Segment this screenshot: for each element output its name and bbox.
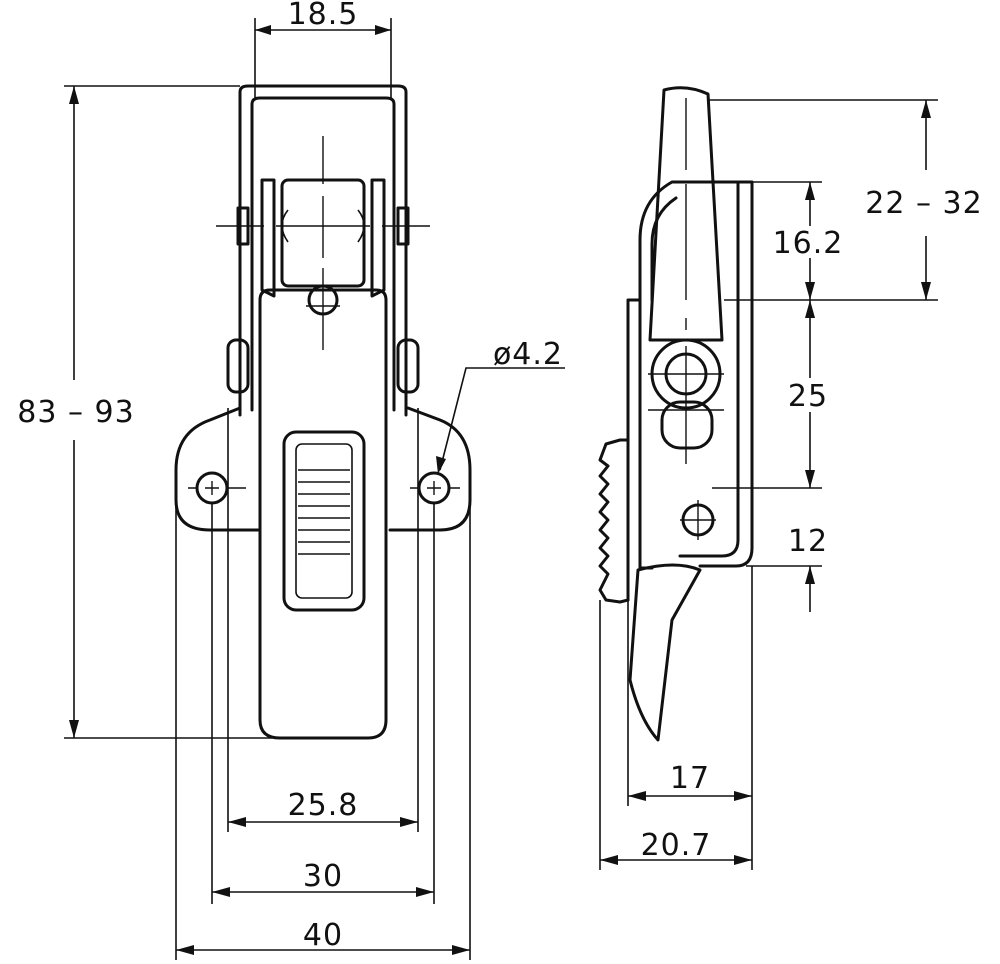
dim-12-arrows: [805, 566, 815, 584]
label-hole-to-step: 12: [788, 524, 828, 559]
side-base-plate: [626, 298, 654, 602]
front-grip-window: [282, 430, 366, 612]
front-view: [174, 84, 472, 740]
front-left-hinge-lug: [226, 338, 250, 394]
label-top-width: 18.5: [288, 0, 359, 32]
side-centerlines: [648, 98, 724, 540]
front-grip-ridges: [298, 469, 350, 555]
dim-20-7-arrows: [600, 855, 752, 865]
front-pivot-block: [260, 178, 386, 298]
label-hole-diameter: ø4.2: [493, 337, 563, 372]
label-pivot-to-hole: 25: [788, 379, 828, 414]
front-hook-body: [258, 288, 388, 740]
dim-18-5-arrows: [255, 25, 391, 35]
dim-diameter-arrow: [436, 456, 446, 474]
dim-18-5-lines: [254, 18, 392, 98]
front-wire-loop: [238, 84, 408, 417]
dim-40-lines: [175, 500, 471, 960]
front-base-plate: [174, 406, 472, 532]
front-right-hinge-lug: [396, 338, 420, 394]
dim-diameter-leader: [439, 367, 565, 471]
label-side-depth-overall: 20.7: [641, 828, 712, 863]
side-lower-hook: [628, 563, 702, 742]
dim-20-7-lines: [599, 600, 753, 870]
side-back-frame: [678, 180, 754, 568]
side-view: [598, 86, 754, 742]
side-pivot-link: [660, 400, 714, 450]
front-hole-centermarks: [205, 481, 441, 495]
label-hole-spacing-inner: 25.8: [288, 788, 359, 823]
label-hole-spacing: 30: [303, 859, 343, 894]
dim-17-lines: [627, 566, 753, 806]
front-centerlines: [216, 136, 430, 350]
side-hook-lever: [648, 86, 724, 342]
side-serrated-grip: [598, 438, 630, 604]
dim-30-lines: [211, 504, 435, 904]
label-side-depth-inner: 17: [670, 761, 710, 796]
front-wire-loop-inner: [250, 96, 396, 412]
side-dimensions: [599, 99, 938, 870]
dim-22-32-lines: [708, 99, 938, 301]
dim-25-8-lines: [227, 408, 419, 832]
label-overall-height: 83 – 93: [17, 395, 134, 430]
front-dimensions: [64, 18, 565, 960]
label-base-width: 40: [303, 918, 343, 953]
dim-height-lines: [64, 85, 272, 739]
side-upper-bracket: [638, 180, 702, 302]
label-hook-reach: 22 – 32: [865, 186, 982, 221]
label-hook-height: 16.2: [773, 226, 844, 261]
front-grip-window-inner: [295, 443, 353, 599]
